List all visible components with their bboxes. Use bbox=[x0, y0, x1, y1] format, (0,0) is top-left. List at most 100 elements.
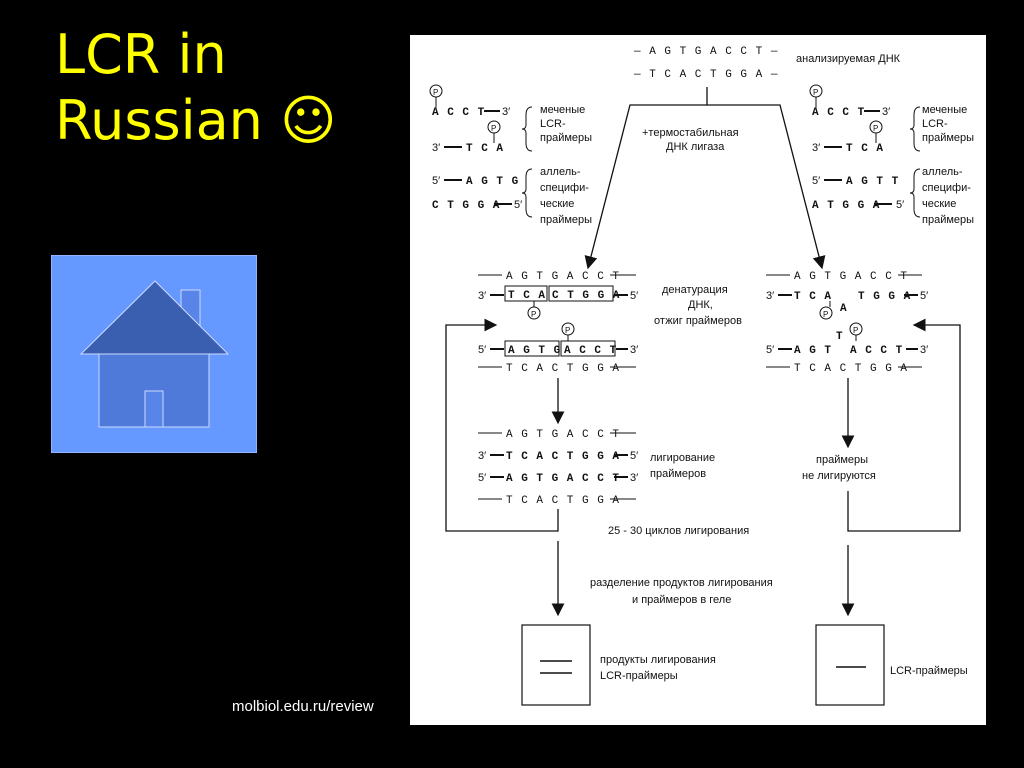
p-mark: P bbox=[491, 124, 496, 133]
left-annealing-stage: A G T G A C C T 3′ T C A C T G G A 5′ P … bbox=[478, 271, 638, 375]
gel-lane-left bbox=[521, 624, 591, 706]
right-allele-caption-3: ческие bbox=[922, 198, 956, 210]
prime-5: 5′ bbox=[432, 175, 440, 187]
denature-label-1: денатурация bbox=[662, 284, 728, 296]
left-allele-caption-4: праймеры bbox=[540, 214, 592, 226]
right-labeled-caption-2: LCR- bbox=[922, 118, 948, 130]
right-allele-primer-2: A T G G A bbox=[812, 200, 880, 212]
title-line-2: Russian ☺ bbox=[55, 89, 337, 152]
right-allele-caption-2: специфи- bbox=[922, 182, 971, 194]
left-stage-primer-a: T C A bbox=[508, 290, 546, 302]
right-allele-primer-1: A G T T bbox=[846, 176, 899, 188]
lcr-diagram: — A G T G A C C T — — T C A C T G G A — … bbox=[410, 35, 986, 725]
home-button[interactable] bbox=[51, 255, 257, 453]
p-mark: P bbox=[565, 326, 570, 335]
slide-title: LCR in Russian ☺ bbox=[55, 22, 336, 154]
right-stage-strand-4: T C A C T G G A bbox=[794, 363, 908, 375]
ligated-strand-1: A G T G A C C T bbox=[506, 429, 620, 441]
p-mark: P bbox=[873, 124, 878, 133]
right-stage-primer-a: T C A bbox=[794, 291, 832, 303]
left-labeled-primer-2: T C A bbox=[466, 143, 504, 155]
ligated-strand-2: T C A C T G G A bbox=[506, 451, 620, 463]
p-mark: P bbox=[823, 310, 828, 319]
right-stage-primer-c: A G T bbox=[794, 345, 832, 357]
left-allele-caption-2: специфи- bbox=[540, 182, 589, 194]
right-stage-mismatch-b: T bbox=[836, 331, 844, 343]
right-labeled-caption-1: меченые bbox=[922, 104, 967, 116]
left-stage-primer-b: C T G G A bbox=[552, 290, 620, 302]
prime-3: 3′ bbox=[432, 142, 440, 154]
prime-5: 5′ bbox=[896, 199, 904, 211]
left-allele-primer-1: A G T G bbox=[466, 176, 519, 188]
no-ligation-label-1: праймеры bbox=[816, 454, 868, 466]
left-labeled-caption-3: праймеры bbox=[540, 132, 592, 144]
primers-label: LCR-праймеры bbox=[890, 665, 968, 677]
right-primers: P A C C T 3′ P 3′ T C A меченые LCR- пра… bbox=[809, 84, 974, 226]
source-caption: molbiol.edu.ru/review bbox=[232, 698, 374, 715]
left-labeled-primer-1: A C C T bbox=[432, 107, 485, 119]
right-labeled-primer-1: A C C T bbox=[812, 107, 865, 119]
gel-label-2: и праймеров в геле bbox=[632, 594, 731, 606]
p-mark: P bbox=[531, 310, 536, 319]
left-labeled-caption-2: LCR- bbox=[540, 118, 566, 130]
cycles-label: 25 - 30 циклов лигирования bbox=[608, 525, 749, 537]
right-stage-mismatch-a: A bbox=[840, 303, 848, 315]
right-stage-primer-d: A C C T bbox=[850, 345, 903, 357]
prime-5: 5′ bbox=[478, 472, 486, 484]
left-allele-primer-2: C T G G A bbox=[432, 200, 500, 212]
prime-3: 3′ bbox=[502, 106, 510, 118]
gel-label-1: разделение продуктов лигирования bbox=[590, 577, 773, 589]
prime-5: 5′ bbox=[630, 290, 638, 302]
prime-5: 5′ bbox=[812, 175, 820, 187]
prime-5: 5′ bbox=[478, 344, 486, 356]
ligase-label-2: ДНК лигаза bbox=[666, 141, 725, 153]
right-labeled-caption-3: праймеры bbox=[922, 132, 974, 144]
left-stage-strand-4: T C A C T G G A bbox=[506, 363, 620, 375]
prime-3: 3′ bbox=[478, 290, 486, 302]
right-labeled-primer-2: T C A bbox=[846, 143, 884, 155]
prime-3: 3′ bbox=[812, 142, 820, 154]
p-mark: P bbox=[853, 326, 858, 335]
ligation-label-2: праймеров bbox=[650, 468, 706, 480]
p-mark: P bbox=[433, 88, 438, 97]
ligated-strand-3: A G T G A C C T bbox=[506, 473, 620, 485]
ligation-label-1: лигирование bbox=[650, 452, 715, 464]
right-allele-caption-1: аллель- bbox=[922, 166, 963, 178]
prime-3: 3′ bbox=[920, 344, 928, 356]
left-allele-caption-3: ческие bbox=[540, 198, 574, 210]
left-primers: P A C C T 3′ P 3′ T C A меченые LCR- пра… bbox=[429, 84, 592, 226]
ligated-strand-4: T C A C T G G A bbox=[506, 495, 620, 507]
right-stage-strand-1: A G T G A C C T bbox=[794, 271, 908, 283]
title-line-1: LCR in bbox=[55, 23, 227, 86]
prime-5: 5′ bbox=[514, 199, 522, 211]
prime-5: 5′ bbox=[920, 290, 928, 302]
denature-label-2: ДНК, bbox=[688, 299, 713, 311]
right-stage-primer-b: T G G A bbox=[858, 291, 911, 303]
products-label-2: LCR-праймеры bbox=[600, 670, 678, 682]
top-dna-label: анализируемая ДНК bbox=[796, 53, 901, 65]
prime-3: 3′ bbox=[766, 290, 774, 302]
no-ligation-label-2: не лигируются bbox=[802, 470, 876, 482]
prime-3: 3′ bbox=[630, 472, 638, 484]
house-icon bbox=[79, 280, 230, 428]
left-stage-strand-1: A G T G A C C T bbox=[506, 271, 620, 283]
prime-3: 3′ bbox=[478, 450, 486, 462]
left-ligated-products: A G T G A C C T 3′ T C A C T G G A 5′ 5′… bbox=[478, 429, 638, 507]
right-annealing-stage: A G T G A C C T 3′ T C A A T G G A 5′ P … bbox=[766, 271, 928, 375]
prime-3: 3′ bbox=[882, 106, 890, 118]
left-stage-primer-d: A C C T bbox=[564, 345, 617, 357]
prime-5: 5′ bbox=[630, 450, 638, 462]
denature-label-3: отжиг праймеров bbox=[654, 315, 742, 327]
prime-3: 3′ bbox=[630, 344, 638, 356]
left-stage-primer-c: A G T G bbox=[508, 345, 561, 357]
products-label-1: продукты лигирования bbox=[600, 654, 716, 666]
gel-lane-right bbox=[815, 624, 885, 706]
left-allele-caption-1: аллель- bbox=[540, 166, 581, 178]
left-labeled-caption-1: меченые bbox=[540, 104, 585, 116]
ligase-label-1: +термостабильная bbox=[642, 127, 739, 139]
prime-5: 5′ bbox=[766, 344, 774, 356]
right-allele-caption-4: праймеры bbox=[922, 214, 974, 226]
p-mark: P bbox=[813, 88, 818, 97]
top-strand-2: — T C A C T G G A — bbox=[633, 69, 778, 81]
top-strand-1: — A G T G A C C T — bbox=[633, 46, 778, 58]
